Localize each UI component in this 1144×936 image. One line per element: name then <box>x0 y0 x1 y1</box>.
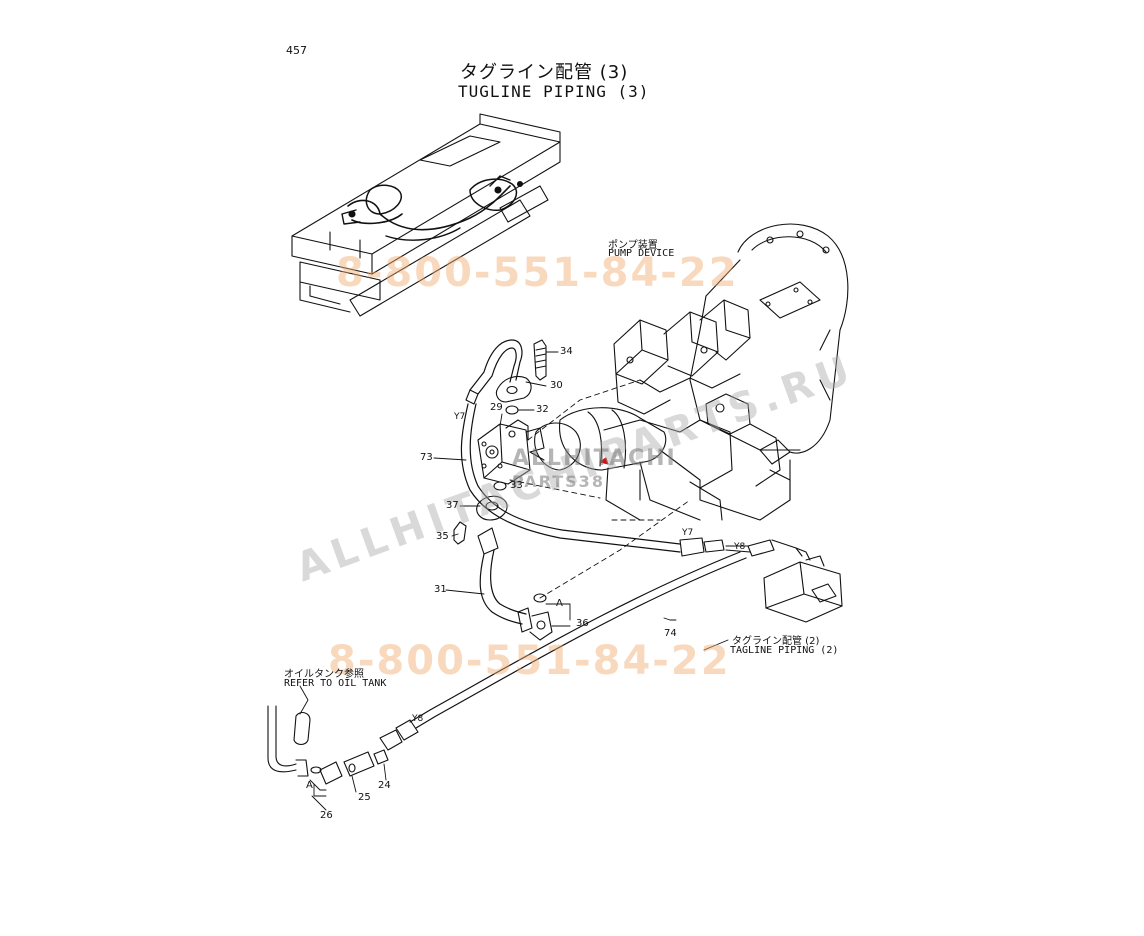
part-number-24: 24 <box>378 780 391 791</box>
connection-mark-a-low: A <box>306 780 313 791</box>
part-number-73: 73 <box>420 452 433 463</box>
pump-device <box>534 223 849 521</box>
watermark-site-center2: PARTS38 <box>512 472 605 491</box>
page-number: 457 <box>286 44 307 57</box>
connection-mark-a-mid: A <box>556 598 563 609</box>
watermark-site-center: ALLHITACHI <box>512 446 677 471</box>
connection-mark-y7-right: Y7 <box>682 528 694 538</box>
part-number-29: 29 <box>490 402 503 413</box>
pump-device-label-jp: ポンプ装置 <box>608 240 658 251</box>
suction-line <box>453 495 553 641</box>
page-title-jp: タグライン配管 (3) <box>460 62 629 83</box>
part-number-26: 26 <box>320 810 333 821</box>
oil-tank-label-en: REFER TO OIL TANK <box>284 678 387 689</box>
connection-mark-y8-left: Y8 <box>412 714 424 724</box>
connection-mark-y8-right: Y8 <box>734 542 746 552</box>
watermark-phone-bottom: 8-800-551-84-22 <box>328 638 731 684</box>
tagline-2-label-en: TAGLINE PIPING (2) <box>730 645 839 656</box>
hose-74 <box>379 539 775 751</box>
oil-tank-connection <box>267 705 389 785</box>
machine-frame-inset <box>291 113 561 317</box>
part-number-31: 31 <box>434 584 447 595</box>
part-number-30: 30 <box>550 380 563 391</box>
part-number-25: 25 <box>358 792 371 803</box>
oil-tank-label-jp: オイルタンク参照 <box>284 669 364 680</box>
pump-device-label-en: PUMP DEVICE <box>608 248 675 259</box>
watermark-phone-top: 8-800-551-84-22 <box>336 250 739 296</box>
connection-mark-y7-left: Y7 <box>454 412 466 422</box>
part-number-32: 32 <box>536 404 549 415</box>
part-number-36: 36 <box>576 618 589 629</box>
part-number-37: 37 <box>446 500 459 511</box>
part-number-74: 74 <box>664 628 677 639</box>
tagline-2-label-jp: タグライン配管 (2) <box>732 636 820 647</box>
part-number-34: 34 <box>560 346 573 357</box>
page-title-en: TUGLINE PIPING (3) <box>458 82 650 101</box>
leader-lines <box>299 351 729 811</box>
part-number-33: 33 <box>510 480 523 491</box>
hose-73 <box>460 339 725 557</box>
part-number-35: 35 <box>436 531 449 542</box>
tagline-2-block <box>763 539 843 623</box>
